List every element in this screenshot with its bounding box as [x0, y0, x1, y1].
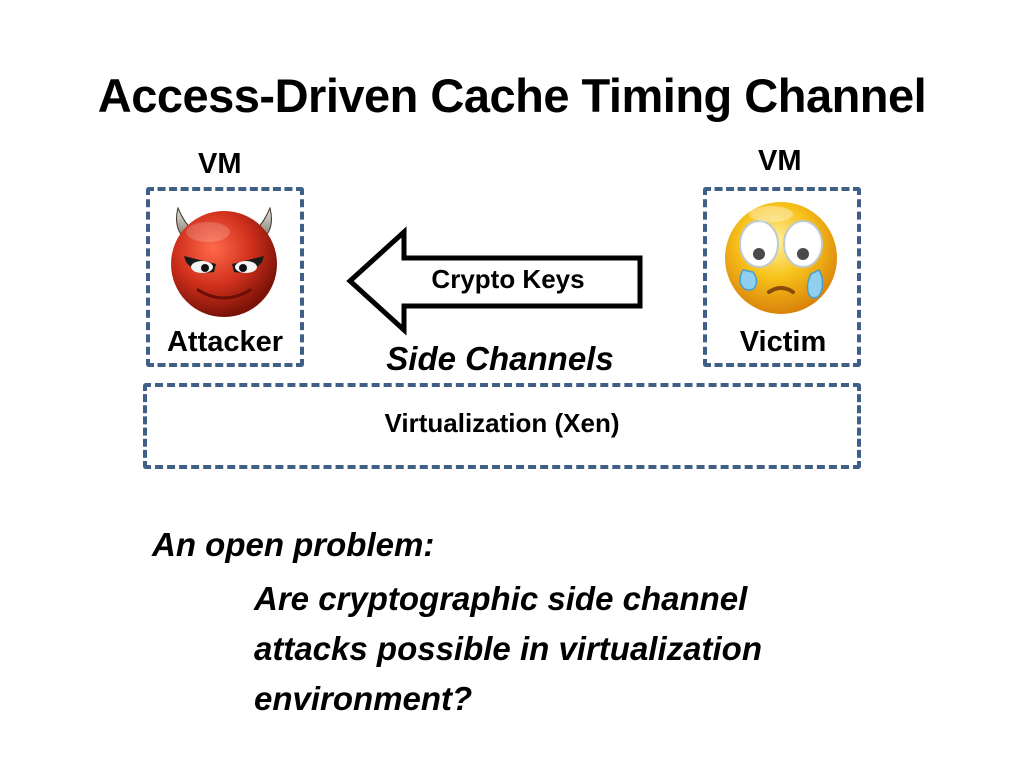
side-channels-label: Side Channels	[386, 340, 614, 377]
attacker-vm-label: VM	[198, 148, 242, 180]
crying-face-icon	[725, 202, 837, 314]
virtualization-label: Virtualization (Xen)	[384, 408, 620, 438]
crypto-keys-label: Crypto Keys	[431, 264, 585, 294]
crypto-keys-arrow	[346, 226, 643, 336]
victim-vm-label: VM	[758, 145, 802, 177]
attacker-label: Attacker	[166, 326, 284, 358]
problem-line: environment?	[254, 680, 473, 717]
victim-vm-box	[703, 187, 861, 367]
slide-title: Access-Driven Cache Timing Channel	[97, 69, 927, 122]
problem-line: Are cryptographic side channel	[254, 580, 748, 617]
virtualization-box	[143, 383, 861, 469]
victim-label: Victim	[739, 326, 827, 358]
devil-face-icon	[171, 206, 277, 317]
problem-question: Are cryptographic side channel attacks p…	[254, 574, 874, 724]
problem-heading: An open problem:	[152, 526, 435, 563]
attacker-vm-box	[146, 187, 304, 367]
problem-line: attacks possible in virtualization	[254, 630, 762, 667]
